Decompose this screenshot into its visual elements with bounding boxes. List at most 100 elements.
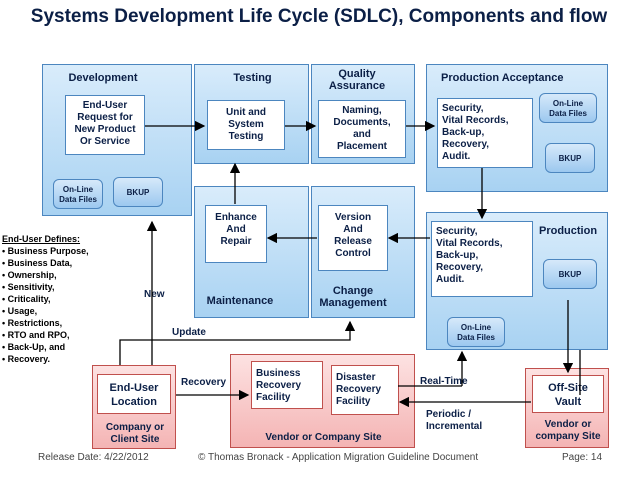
box-line: Security,	[436, 226, 478, 237]
development-panel: Development End-User Request for New Pro…	[42, 64, 192, 216]
box-line: Security,	[442, 103, 484, 114]
box-line: Facility	[336, 396, 371, 407]
callout-line: On-Line	[552, 99, 584, 108]
testing-title: Testing	[233, 72, 272, 84]
box-line: Vault	[554, 396, 582, 408]
off-site-vault-box: Off-Site Vault	[532, 375, 604, 413]
defines-item: Restrictions,	[2, 317, 127, 329]
box-line: Business	[256, 368, 301, 379]
bkup-callout: BKUP	[543, 259, 597, 289]
production-acceptance-box: Security, Vital Records, Back-up, Recove…	[437, 98, 533, 168]
defines-item: Criticality,	[2, 293, 127, 305]
defines-item: Business Data,	[2, 257, 127, 269]
recovery-flow-label: Recovery	[181, 377, 227, 388]
title-line: Management	[319, 297, 387, 309]
label-line: Periodic /	[426, 409, 472, 420]
callout-line: BKUP	[558, 154, 582, 163]
release-date: Release Date: 4/22/2012	[38, 452, 149, 463]
development-title: Development	[68, 72, 138, 84]
title-line: Quality	[338, 68, 376, 80]
production-panel: Security, Vital Records, Back-up, Recove…	[426, 212, 608, 350]
box-line: Recovery	[336, 384, 382, 395]
box-line: Testing	[228, 131, 264, 142]
defines-item: Ownership,	[2, 269, 127, 281]
box-line: Recovery,	[436, 262, 484, 273]
online-data-files-callout: On-Line Data Files	[53, 179, 103, 209]
title-line: Change	[332, 285, 374, 297]
box-line: Enhance	[215, 212, 257, 223]
defines-item: Business Purpose,	[2, 245, 127, 257]
callout-line: Data Files	[549, 109, 587, 118]
box-line: Naming,	[342, 105, 382, 116]
qa-title: Quality Assurance	[312, 68, 402, 92]
bkup-callout: BKUP	[113, 177, 163, 207]
box-line: Recovery,	[442, 139, 490, 150]
end-user-defines-heading: End-User Defines:	[2, 234, 81, 244]
box-line: Audit.	[442, 151, 471, 162]
page-number: Page: 14	[562, 452, 603, 463]
disaster-recovery-box: Disaster Recovery Facility	[331, 365, 399, 415]
box-line: Documents,	[333, 117, 391, 128]
box-line: And	[226, 224, 246, 235]
new-flow-label: New	[144, 289, 165, 300]
box-line: Facility	[256, 392, 291, 403]
caption-line: Company or	[105, 422, 165, 433]
client-site-panel: End-User Location Company or Client Site	[92, 365, 176, 449]
production-acceptance-panel: Production Acceptance Security, Vital Re…	[426, 64, 608, 192]
naming-documents-box: Naming, Documents, and Placement	[318, 100, 406, 158]
end-user-location-box: End-User Location	[97, 374, 171, 414]
box-line: Placement	[336, 141, 388, 152]
end-user-defines-list: End-User Defines: Business Purpose, Busi…	[2, 233, 127, 365]
box-line: Off-Site	[548, 382, 588, 394]
defines-item: Back-Up, and	[2, 341, 127, 353]
periodic-flow-label: Periodic / Incremental	[426, 409, 482, 433]
maintenance-title: Maintenance	[206, 295, 274, 307]
title-line: Assurance	[328, 80, 386, 92]
production-acceptance-title: Production Acceptance	[441, 72, 564, 84]
defines-item: RTO and RPO,	[2, 329, 127, 341]
box-line: and	[353, 129, 371, 140]
box-line: Unit and	[226, 107, 266, 118]
vendor-site-panel: Business Recovery Facility Disaster Reco…	[230, 354, 415, 448]
box-line: Disaster	[336, 372, 376, 383]
box-line: Back-up,	[436, 250, 479, 261]
copyright: © Thomas Bronack - Application Migration…	[198, 452, 479, 463]
box-line: Version	[334, 212, 372, 223]
business-recovery-box: Business Recovery Facility	[251, 361, 323, 409]
online-data-files-callout: On-Line Data Files	[447, 317, 505, 347]
bkup-callout: BKUP	[545, 143, 595, 173]
online-data-files-callout: On-Line Data Files	[539, 93, 597, 123]
callout-line: Data Files	[59, 195, 97, 204]
end-user-request-box: End-User Request for New Product Or Serv…	[65, 95, 145, 155]
production-title: Production	[539, 225, 598, 237]
maintenance-panel: Enhance And Repair Maintenance	[194, 186, 309, 318]
box-line: Control	[335, 248, 371, 259]
real-time-flow-label: Real-Time	[420, 376, 468, 387]
request-line: New Product	[74, 124, 136, 135]
callout-line: BKUP	[126, 188, 150, 197]
box-line: Release	[334, 236, 372, 247]
vendor-site-caption: Vendor or Company Site	[265, 432, 382, 443]
callout-line: On-Line	[460, 323, 492, 332]
change-management-panel: Version And Release Control Change Manag…	[311, 186, 415, 318]
box-line: Location	[111, 396, 157, 408]
caption-line: Vendor or	[544, 419, 592, 430]
box-line: Repair	[220, 236, 252, 247]
request-line: Or Service	[79, 136, 131, 147]
caption-line: Client Site	[110, 434, 160, 445]
enhance-repair-box: Enhance And Repair	[205, 205, 267, 263]
defines-item: Sensitivity,	[2, 281, 127, 293]
callout-line: On-Line	[62, 185, 94, 194]
defines-item: Recovery.	[2, 353, 127, 365]
caption-line: company Site	[535, 431, 601, 442]
callout-line: Data Files	[457, 333, 495, 342]
label-line: Incremental	[426, 421, 483, 432]
vault-caption: Vendor or company Site	[526, 419, 610, 443]
callout-line: BKUP	[558, 270, 582, 279]
box-line: System	[228, 119, 264, 130]
vault-panel: Off-Site Vault Vendor or company Site	[525, 368, 609, 448]
box-line: End-User	[109, 382, 159, 394]
unit-system-testing-box: Unit and System Testing	[207, 100, 285, 150]
testing-panel: Testing Unit and System Testing	[194, 64, 309, 164]
box-line: Recovery	[256, 380, 302, 391]
